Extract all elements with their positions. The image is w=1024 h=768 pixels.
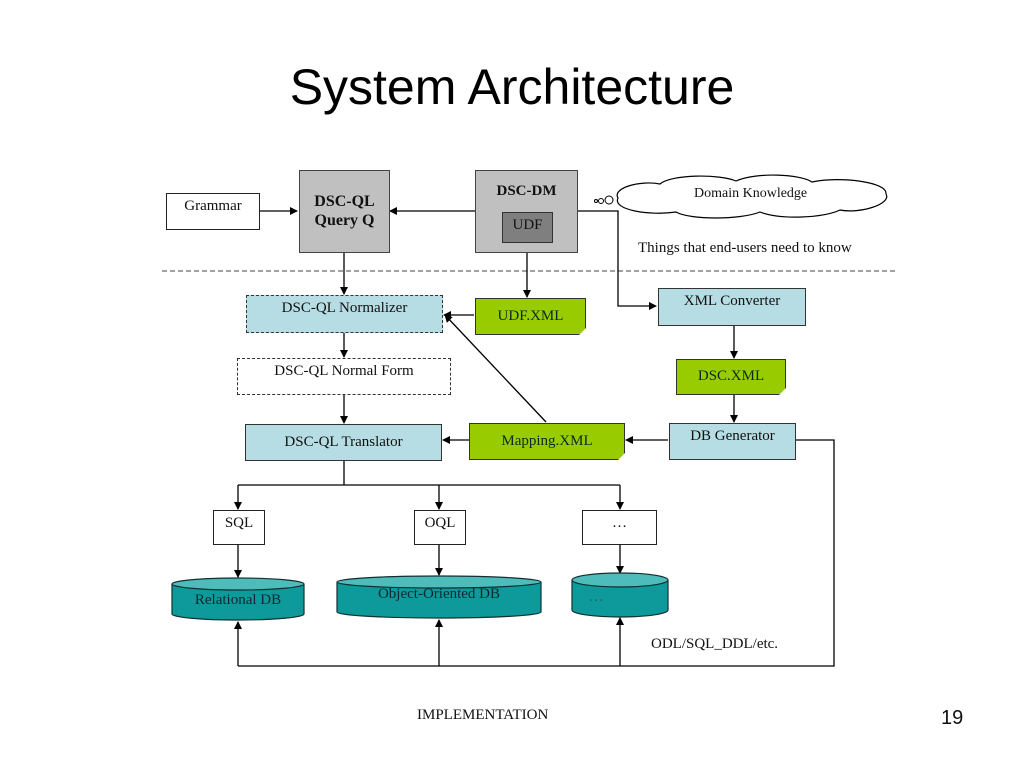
language-label: SQL xyxy=(224,515,254,531)
footer-label: IMPLEMENTATION xyxy=(417,707,549,723)
dsc-ql-normalizer-box[interactable]: DSC-QL Normalizer xyxy=(246,295,443,333)
dsc-ql-query-box[interactable]: DSC-QL Query Q xyxy=(299,170,390,253)
grammar-box[interactable]: Grammar xyxy=(166,193,260,230)
edge-dm-xmlconverter xyxy=(578,210,657,310)
database-other-db xyxy=(571,572,669,618)
dsc-xml-document[interactable]: DSC.XML xyxy=(676,359,786,395)
slide-title: System Architecture xyxy=(289,59,735,115)
edge-dbgenerator-loop xyxy=(238,439,835,667)
udf-label: UDF xyxy=(512,217,543,233)
domain-knowledge-cloud xyxy=(594,174,888,219)
xml-converter-box[interactable]: XML Converter xyxy=(658,288,806,326)
language-box-other[interactable]: … xyxy=(582,510,657,545)
database-object-oriented-db xyxy=(336,575,542,619)
mapping-xml-document[interactable]: Mapping.XML xyxy=(469,423,625,460)
dsc-dm-label: DSC-DM xyxy=(496,183,557,199)
dsc-ql-normal-form-box[interactable]: DSC-QL Normal Form xyxy=(237,358,451,395)
database-relational-db xyxy=(171,577,305,621)
query-label-line2: Query Q xyxy=(314,211,375,229)
domain-knowledge-note: Things that end-users need to know xyxy=(638,240,852,256)
db-generator-label: DB Generator xyxy=(690,428,775,444)
edge-mapping-normalizer xyxy=(444,314,547,423)
language-box-sql[interactable]: SQL xyxy=(213,510,265,545)
db-generator-box[interactable]: DB Generator xyxy=(669,423,796,460)
domain-knowledge-label: Domain Knowledge xyxy=(694,186,808,201)
query-label-line1: DSC-QL xyxy=(314,193,375,211)
database-label-relational: Relational DB xyxy=(194,592,282,608)
dsc-ql-translator-box[interactable]: DSC-QL Translator xyxy=(245,424,442,461)
database-label-object-oriented: Object-Oriented DB xyxy=(377,586,501,602)
udf-box[interactable]: UDF xyxy=(502,212,553,243)
page-number: 19 xyxy=(941,707,964,729)
normalizer-label: DSC-QL Normalizer xyxy=(281,300,408,316)
language-label: OQL xyxy=(424,515,456,531)
dsc-xml-label: DSC.XML xyxy=(697,368,765,385)
database-label-other: … xyxy=(588,589,604,605)
translator-label: DSC-QL Translator xyxy=(284,433,403,450)
mapping-xml-label: Mapping.XML xyxy=(501,432,593,449)
grammar-label: Grammar xyxy=(184,198,242,214)
udf-xml-document[interactable]: UDF.XML xyxy=(475,298,586,335)
language-label: … xyxy=(612,515,627,531)
xml-converter-label: XML Converter xyxy=(683,293,781,309)
normal-form-label: DSC-QL Normal Form xyxy=(274,363,414,379)
language-box-oql[interactable]: OQL xyxy=(414,510,466,545)
ddl-label: ODL/SQL_DDL/etc. xyxy=(651,636,779,652)
udf-xml-label: UDF.XML xyxy=(497,307,564,324)
